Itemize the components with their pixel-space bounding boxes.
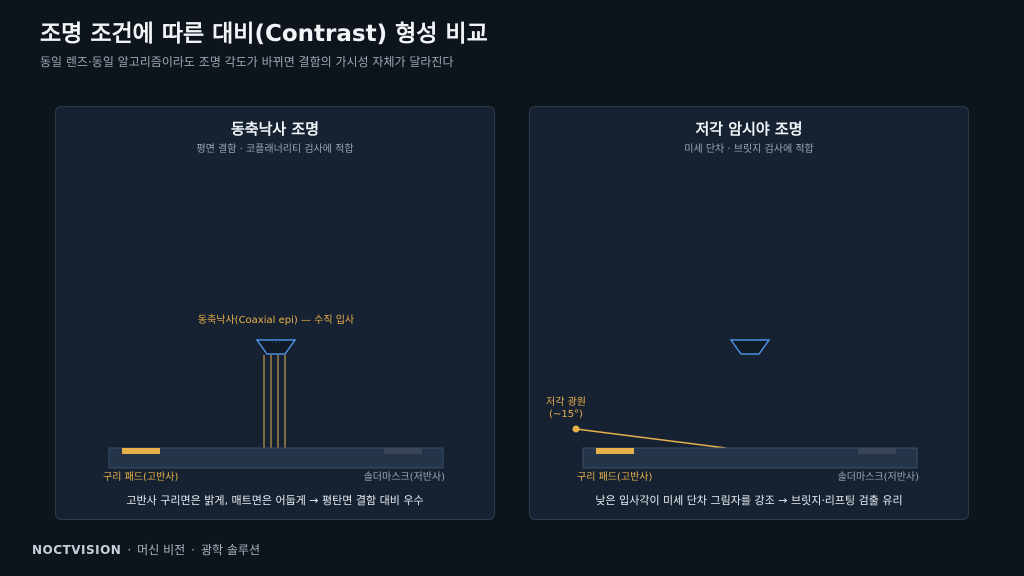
footer-separator: · xyxy=(191,543,195,557)
page-title: 조명 조건에 따른 대비(Contrast) 형성 비교 xyxy=(40,21,488,47)
page-subtitle: 동일 렌즈·동일 알고리즘이라도 조명 각도가 바뀌면 결함의 가시성 자체가 … xyxy=(40,55,454,69)
low-angle-light-beam xyxy=(575,428,727,449)
light-source-angle: (~15°) xyxy=(549,409,583,420)
footer: NOCTVISION · 머신 비전 · 광학 솔루션 xyxy=(32,541,260,558)
coaxial-diagram: 동축낙사(Coaxial epi) — 수직 입사 · · · 구리 패드(고반… xyxy=(103,313,446,483)
panel-coaxial: 동축낙사 조명 평면 결함 · 코플래너리티 검사에 적합 동축낙사(Coaxi… xyxy=(55,106,495,520)
footer-item-optics: 광학 솔루션 xyxy=(200,543,260,557)
copper-pad-label: 구리 패드(고반사) xyxy=(103,471,178,483)
substrate xyxy=(582,447,918,469)
panel-title: 동축낙사 조명 xyxy=(230,120,320,138)
panel-caption: 낮은 입사각이 미세 단차 그림자를 강조 → 브릿지·리프팅 검출 유리 xyxy=(595,494,903,507)
light-source-label: 동축낙사(Coaxial epi) — 수직 입사 xyxy=(198,313,354,326)
lens-dots: · · · xyxy=(271,340,281,347)
panel-caption: 고반사 구리면은 밝게, 매트면은 어둡게 → 평탄면 결함 대비 우수 xyxy=(126,494,424,507)
copper-pad xyxy=(596,448,634,454)
solder-mask-label: 솔더마스크(저반사) xyxy=(364,471,446,483)
copper-pad-label: 구리 패드(고반사) xyxy=(577,471,652,483)
lens-icon xyxy=(729,339,771,355)
lens-icon xyxy=(255,339,297,355)
brand-name: NOCTVISION xyxy=(32,543,122,557)
footer-separator: · xyxy=(127,543,132,557)
darkfield-diagram: 저각 광원 (~15°) 구리 패드(고반사) 솔더마스크(저반사) xyxy=(546,339,920,483)
panel-subtitle: 평면 결함 · 코플래너리티 검사에 적합 xyxy=(196,144,354,155)
vertical-light-beams xyxy=(263,355,286,448)
copper-pad xyxy=(122,448,160,454)
light-source-label: 저각 광원 xyxy=(546,396,586,408)
solder-mask xyxy=(384,448,422,454)
solder-mask-label: 솔더마스크(저반사) xyxy=(838,471,920,483)
panel-title: 저각 암시야 조명 xyxy=(695,120,803,138)
solder-mask xyxy=(858,448,896,454)
light-source-icon xyxy=(572,425,580,433)
panel-subtitle: 미세 단차 · 브릿지 검사에 적합 xyxy=(684,144,814,155)
footer-item-machine-vision: 머신 비전 xyxy=(137,543,186,557)
substrate xyxy=(108,447,444,469)
panel-darkfield: 저각 암시야 조명 미세 단차 · 브릿지 검사에 적합 저각 광원 (~15°… xyxy=(529,106,969,520)
